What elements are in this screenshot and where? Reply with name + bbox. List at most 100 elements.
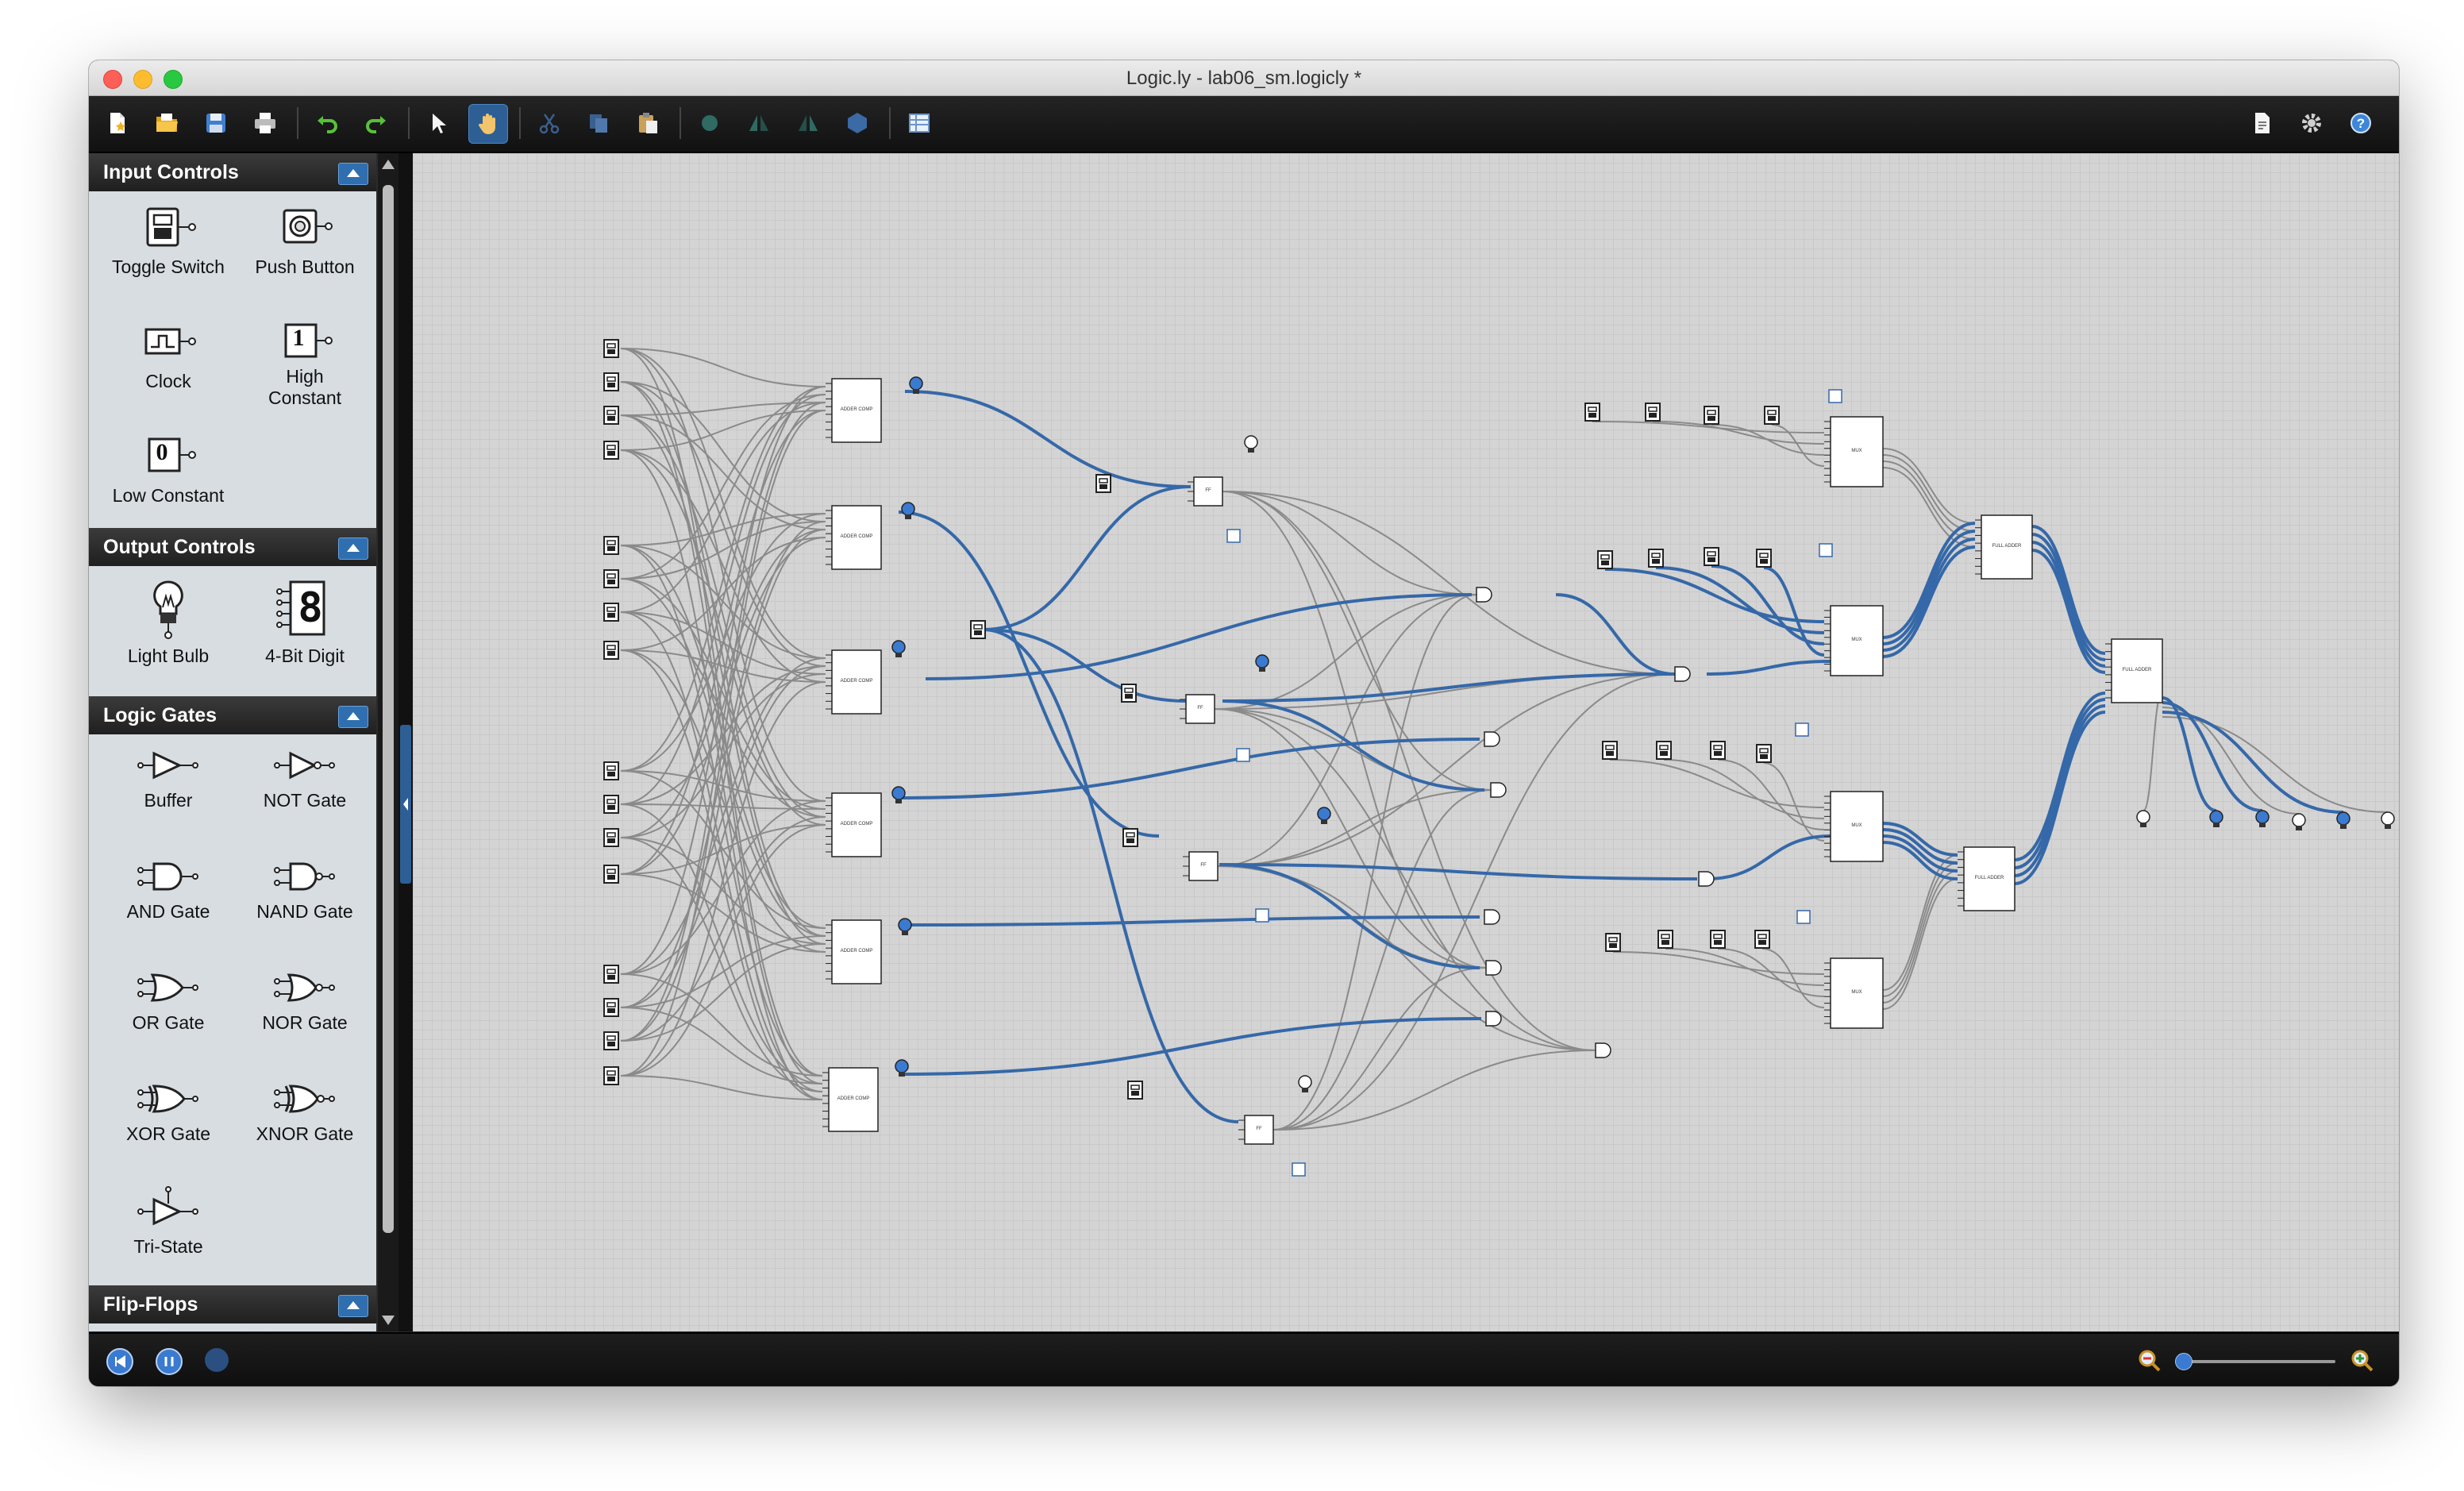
- wire[interactable]: [620, 611, 823, 1092]
- chip[interactable]: ADDER COMP: [826, 792, 882, 857]
- wire[interactable]: [1272, 967, 1487, 1131]
- rotate-button[interactable]: [691, 104, 729, 142]
- section-header-output-controls[interactable]: Output Controls: [89, 528, 376, 566]
- wire[interactable]: [1882, 878, 1958, 1010]
- digit-display[interactable]: [1236, 748, 1250, 762]
- chip-label[interactable]: FF: [1197, 706, 1203, 711]
- logic-gate[interactable]: [1485, 1011, 1502, 1027]
- light-bulb[interactable]: [2381, 811, 2395, 829]
- print-button[interactable]: [246, 104, 284, 142]
- zoom-in-button[interactable]: [2350, 1348, 2375, 1377]
- pause-simulation-button[interactable]: [156, 1348, 183, 1375]
- wire[interactable]: [1272, 594, 1477, 1131]
- toggle-switch[interactable]: [603, 372, 619, 391]
- wire[interactable]: [2143, 692, 2163, 811]
- collapse-section-button[interactable]: [338, 706, 368, 728]
- toggle-switch[interactable]: [1704, 406, 1719, 425]
- wire-active[interactable]: [1882, 822, 1958, 857]
- chip[interactable]: MUX: [1824, 957, 1884, 1029]
- wire[interactable]: [2162, 707, 2300, 815]
- open-file-button[interactable]: [148, 104, 186, 142]
- chip-label[interactable]: ADDER COMP: [841, 949, 873, 954]
- wire-active[interactable]: [1706, 834, 1831, 880]
- wire[interactable]: [620, 521, 826, 1008]
- logic-gate[interactable]: [1490, 782, 1507, 798]
- flip-horizontal-button[interactable]: [740, 104, 778, 142]
- wire-active[interactable]: [2014, 711, 2106, 885]
- wire-active[interactable]: [1882, 537, 1976, 652]
- palette-item-toggle-switch[interactable]: Toggle Switch: [100, 204, 237, 278]
- wire-active[interactable]: [1655, 566, 1825, 634]
- toggle-switch[interactable]: [603, 1066, 619, 1085]
- chip[interactable]: ADDER COMP: [826, 378, 882, 443]
- palette-item-not-gate[interactable]: NOT Gate: [237, 746, 373, 811]
- wire[interactable]: [1771, 424, 1825, 467]
- wire-active[interactable]: [2162, 701, 2263, 812]
- chip[interactable]: ADDER COMP: [822, 1067, 879, 1132]
- pan-tool-button[interactable]: [468, 104, 508, 144]
- copy-button[interactable]: [579, 104, 618, 142]
- light-bulb[interactable]: [901, 502, 915, 519]
- section-header-input-controls[interactable]: Input Controls: [89, 153, 376, 191]
- wire-active[interactable]: [1604, 568, 1825, 623]
- zoom-slider-thumb[interactable]: [2175, 1353, 2193, 1370]
- chip[interactable]: FULL ADDER: [1958, 846, 2015, 911]
- help-button[interactable]: ?: [2342, 104, 2380, 142]
- logic-gate[interactable]: [1595, 1042, 1611, 1058]
- light-bulb[interactable]: [2136, 810, 2150, 827]
- wire[interactable]: [1609, 759, 1825, 808]
- wire[interactable]: [620, 386, 826, 772]
- toggle-switch[interactable]: [1754, 930, 1770, 949]
- chip[interactable]: FF: [1180, 694, 1215, 724]
- palette-item-tri-state[interactable]: Tri-State: [100, 1185, 237, 1258]
- wire[interactable]: [1272, 673, 1676, 1131]
- digit-display[interactable]: [1795, 722, 1809, 737]
- chip[interactable]: FF: [1188, 476, 1223, 507]
- palette-item-high-constant[interactable]: 1 High Constant: [237, 318, 373, 409]
- chip[interactable]: ADDER COMP: [826, 505, 882, 570]
- palette-item-or-gate[interactable]: OR Gate: [100, 968, 237, 1034]
- chip-label[interactable]: FF: [1200, 863, 1207, 868]
- wire-active[interactable]: [2031, 533, 2106, 661]
- logic-gate[interactable]: [1484, 909, 1500, 925]
- wire-active[interactable]: [904, 390, 1188, 488]
- wire[interactable]: [620, 545, 826, 929]
- wire[interactable]: [1761, 948, 1825, 1008]
- cut-button[interactable]: [530, 104, 568, 142]
- toggle-switch[interactable]: [603, 965, 619, 984]
- wire[interactable]: [1222, 491, 1676, 675]
- chip-label[interactable]: ADDER COMP: [837, 1096, 870, 1101]
- wire-active[interactable]: [2014, 704, 2106, 877]
- wire[interactable]: [620, 348, 826, 802]
- light-bulb[interactable]: [1298, 1075, 1312, 1092]
- toggle-switch[interactable]: [1764, 406, 1780, 425]
- section-header-flip-flops[interactable]: Flip-Flops: [89, 1285, 376, 1323]
- light-bulb[interactable]: [1244, 435, 1258, 453]
- toggle-switch[interactable]: [603, 569, 619, 588]
- palette-item-nand-gate[interactable]: NAND Gate: [237, 857, 373, 923]
- wire-active[interactable]: [2031, 525, 2106, 655]
- wire-active[interactable]: [2014, 698, 2106, 869]
- light-bulb[interactable]: [891, 786, 906, 803]
- zoom-out-button[interactable]: [2137, 1348, 2162, 1377]
- wire-active[interactable]: [2031, 541, 2106, 668]
- toggle-switch[interactable]: [603, 441, 619, 460]
- wire[interactable]: [1217, 865, 1596, 1051]
- zoom-slider-track[interactable]: [2177, 1360, 2335, 1363]
- wire-active[interactable]: [982, 628, 1187, 703]
- chip-label[interactable]: MUX: [1851, 638, 1861, 642]
- light-bulb[interactable]: [2292, 813, 2306, 830]
- wire[interactable]: [1214, 594, 1477, 710]
- wire-active[interactable]: [982, 628, 1239, 1123]
- light-bulb[interactable]: [2336, 811, 2350, 829]
- chip-label[interactable]: ADDER COMP: [841, 679, 873, 684]
- wire-active[interactable]: [1219, 863, 1698, 880]
- wire-active[interactable]: [1882, 545, 1976, 658]
- wire[interactable]: [620, 402, 826, 1042]
- digit-display[interactable]: [1819, 543, 1833, 557]
- wire[interactable]: [620, 665, 826, 1008]
- digit-display[interactable]: [1292, 1162, 1306, 1177]
- wire[interactable]: [620, 803, 823, 1085]
- wire[interactable]: [1612, 951, 1825, 975]
- wire[interactable]: [620, 521, 826, 580]
